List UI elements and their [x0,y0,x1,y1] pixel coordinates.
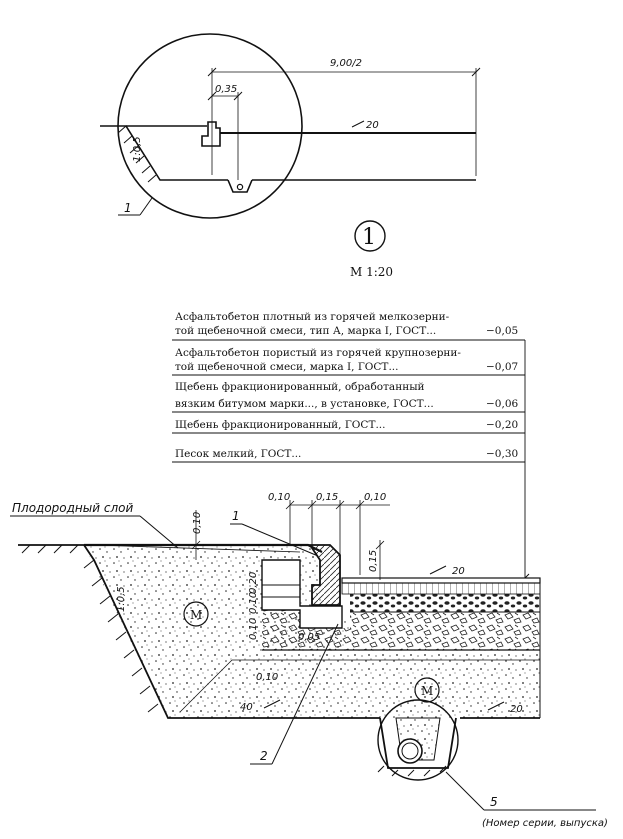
curb-foundation [261,559,343,629]
dim-curb-offset: 0,35 [215,84,237,95]
layer-3-thickness: −0,06 [486,398,518,410]
dim-010-left: 0,10 [192,512,203,534]
leader-top-label: 1 [124,201,132,215]
soil-mark-right-circle [414,677,440,703]
layer-4-line1: Щебень фракционированный, ГОСТ... [175,419,385,431]
dim-grade-bottom-right: 20 [510,704,523,715]
leader-1-label: 1 [232,509,240,523]
soil-mark-left-circle [183,601,209,627]
layer-5-line1: Песок мелкий, ГОСТ... [175,448,301,460]
dim-010-d: 0,10 [248,618,259,640]
layer-1-line1: Асфальтобетон плотный из горячей мелкозе… [175,311,450,323]
scale-label: M 1:20 [350,265,393,279]
layer-1-line2: той щебеночной смеси, тип А, марка I, ГО… [175,325,436,337]
leader-2-label: 2 [260,749,268,763]
layer-5-thickness: −0,30 [486,448,518,460]
dim-grade-road: 20 [452,566,465,577]
dim-010-low: 0,10 [256,672,278,683]
dim-slope-top: 1:0,5 [132,136,143,162]
layer-2-thickness: −0,07 [486,361,518,373]
detail-drain [227,179,253,193]
detail-curb [201,121,221,147]
dim-020: 0,20 [248,572,259,594]
layer-2-line2: той щебеночной смеси, марка I, ГОСТ... [175,361,398,373]
fertile-layer-label: Плодородный слой [12,501,133,515]
cross-section: 0,10 0,15 0,10 0,10 0,15 0,20 0,10 0,10 … [10,492,608,829]
layer-2-line1: Асфальтобетон пористый из горячей крупно… [175,347,461,359]
soil-mark-right: М [421,684,433,698]
callout-circle [354,220,386,252]
layer-3-line2: вязким битумом марки..., в установке, ГО… [175,398,434,410]
layer-3-line1: Щебень фракционированный, обработанный [175,381,425,393]
detail-view: 9,00/2 0,35 1:0,5 20 1 1 M 1:20 [100,33,481,279]
dim-010-b: 0,10 [364,492,386,503]
dim-015: 0,15 [316,492,338,503]
detail-ground-left [100,125,228,181]
dim-slope-left: 1:0,5 [116,586,127,612]
dim-grade-top: 20 [366,120,379,131]
leader-5-label: 5 [490,795,498,809]
drain-circle [377,699,459,781]
dim-015-vertical: 0,15 [368,550,379,572]
callout-number: 1 [362,225,376,250]
dim-half-width: 9,00/2 [330,58,362,69]
dim-grade-bottom-left: 40 [240,702,253,713]
curb-stone [308,544,341,606]
soil-mark-left: М [190,608,202,622]
dim-010-c: 0,10 [248,592,259,614]
dim-010-a: 0,10 [268,492,290,503]
layer-table: Асфальтобетон плотный из горячей мелкозе… [172,311,530,583]
series-note: (Номер серии, выпуска) [482,818,608,829]
layer-1-thickness: −0,05 [486,325,518,337]
dim-005: 0,05 [298,632,320,643]
layer-4-thickness: −0,20 [486,419,518,431]
